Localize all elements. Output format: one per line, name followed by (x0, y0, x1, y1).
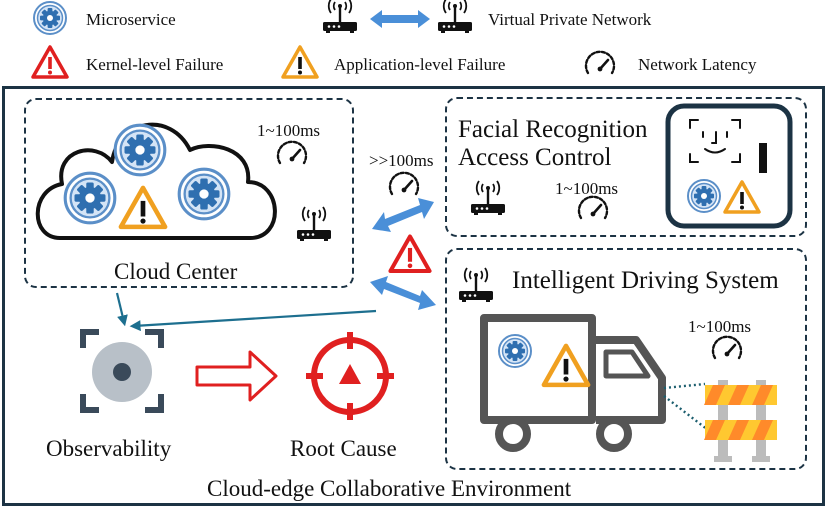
driving-latency-value: 1~100ms (688, 317, 752, 336)
cloud-microservice-icon-left (63, 171, 117, 225)
facial-recognition-panel (445, 97, 807, 237)
truck-microservice-icon (498, 334, 532, 368)
root-cause-label: Root Cause (290, 436, 397, 461)
legend-double-arrow-icon (370, 10, 430, 28)
legend-vpn-label: Virtual Private Network (488, 10, 652, 29)
facial-title-line2: Access Control (458, 144, 612, 171)
environment-frame (2, 86, 825, 506)
legend-router-icon-left (321, 0, 359, 35)
legend-latency-gauge-icon (584, 50, 616, 75)
legend-kernel-failure-label: Kernel-level Failure (86, 55, 224, 74)
driving-router-icon (457, 266, 495, 304)
link-kernel-failure-icon (390, 236, 429, 271)
link-latency-value: >>100ms (369, 151, 434, 170)
cloud-center-panel (24, 98, 354, 288)
truck-link-dotted-lines (663, 382, 709, 431)
face-id-icon (689, 119, 741, 163)
observability-icon (80, 329, 164, 413)
facial-router-icon (469, 179, 507, 217)
legend-app-failure-icon (281, 45, 319, 79)
flow-arrow-icon (195, 350, 278, 402)
cloud-to-observability-arrow (115, 292, 128, 327)
cloud-latency-value: 1~100ms (257, 121, 321, 140)
cloud-microservice-icon-top (113, 123, 167, 177)
facial-microservice-icon (687, 179, 721, 213)
legend-latency-label: Network Latency (638, 55, 757, 74)
truck-app-failure-icon (544, 346, 588, 385)
cloud-center-label: Cloud Center (114, 259, 238, 284)
vpn-link-arrow-lower (370, 276, 436, 310)
legend-kernel-failure-icon (31, 45, 69, 79)
driving-title: Intelligent Driving System (512, 267, 779, 294)
cloud-router-icon (295, 205, 333, 243)
road-barrier-icon (704, 380, 777, 462)
facial-latency-gauge-icon (577, 195, 609, 220)
observability-label: Observability (46, 436, 172, 461)
legend-microservice-icon (33, 1, 67, 35)
facial-latency-value: 1~100ms (555, 179, 619, 198)
root-cause-target-icon (306, 332, 394, 420)
facial-title-line1: Facial Recognition (458, 116, 648, 143)
driving-latency-gauge-icon (711, 335, 743, 360)
edge-to-observability-arrow (129, 309, 377, 332)
truck-icon (480, 314, 666, 452)
link-latency-gauge-icon (388, 171, 420, 196)
facial-device-bar (759, 143, 767, 173)
legend-app-failure-label: Application-level Failure (334, 55, 506, 74)
cloud-latency-gauge-icon (276, 140, 308, 165)
cloud-microservice-icon-right (177, 167, 231, 221)
driving-system-panel (445, 248, 807, 470)
legend-router-icon-right (436, 0, 474, 35)
vpn-link-arrow-upper (372, 198, 434, 232)
legend-microservice-label: Microservice (86, 10, 176, 29)
environment-label: Cloud-edge Collaborative Environment (207, 476, 572, 501)
